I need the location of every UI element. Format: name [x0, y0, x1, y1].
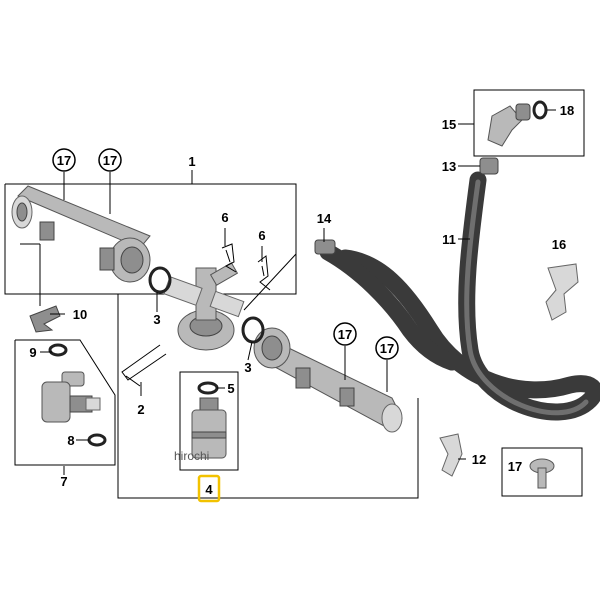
- callout-17-circle-a: 17: [52, 148, 76, 172]
- fuel-rail-left: [11, 185, 151, 283]
- callout-15: 15: [442, 117, 456, 132]
- callout-10: 10: [73, 307, 87, 322]
- clamp-12: [439, 433, 463, 477]
- callout-4[interactable]: 4: [205, 482, 213, 497]
- bracket-10: [29, 305, 61, 333]
- callout-12: 12: [472, 452, 486, 467]
- fuel-rail-right: [253, 327, 403, 433]
- callout-3-left: 3: [153, 312, 160, 327]
- assembly-box-15: [473, 89, 585, 157]
- clamp-16: [545, 263, 579, 321]
- callout-17-circle-d: 17: [375, 336, 399, 360]
- clip-6-a: [221, 243, 237, 273]
- screw-17: [529, 458, 555, 489]
- seal-9: [48, 343, 68, 357]
- callout-11: 11: [442, 232, 456, 247]
- callout-13: 13: [442, 159, 456, 174]
- injector-7: [41, 371, 101, 423]
- clip-6-b: [257, 255, 271, 291]
- callout-3-right: 3: [244, 360, 251, 375]
- o-ring-3-left: [148, 266, 172, 294]
- svg-text:17: 17: [103, 153, 117, 168]
- svg-text:17: 17: [380, 341, 394, 356]
- callout-1: 1: [188, 154, 195, 169]
- assembly-box-4: [179, 371, 239, 471]
- elbow-connector-15: [487, 103, 531, 147]
- callout-7: 7: [60, 474, 67, 489]
- assembly-box-17-screw: [501, 447, 583, 497]
- clip-2: [121, 344, 167, 387]
- o-ring-3-right: [241, 316, 265, 344]
- assembly-box-1-lower: [117, 254, 419, 499]
- callout-17-circle-c: 17: [333, 322, 357, 346]
- leader-lines: [20, 109, 556, 475]
- pressure-regulator: [163, 262, 245, 351]
- fuel-line-14: [314, 239, 461, 371]
- callout-6-b: 6: [258, 228, 265, 243]
- callout-6-a: 6: [221, 210, 228, 225]
- callout-14: 14: [317, 211, 332, 226]
- svg-text:17: 17: [57, 153, 71, 168]
- callout-5: 5: [227, 381, 234, 396]
- fuel-injector-4: [191, 397, 227, 459]
- o-ring-5: [197, 381, 219, 395]
- seal-8: [87, 433, 107, 447]
- seal-18: [532, 100, 548, 120]
- watermark: hirochi: [174, 449, 209, 463]
- callout-4-highlight: [197, 474, 221, 503]
- assembly-box-7: [14, 339, 116, 466]
- callout-17-box: 17: [508, 459, 522, 474]
- callout-16: 16: [552, 237, 566, 252]
- fuel-hose-11: [336, 171, 600, 421]
- callout-18: 18: [560, 103, 574, 118]
- callout-2: 2: [137, 402, 144, 417]
- svg-text:17: 17: [338, 327, 352, 342]
- callout-9: 9: [29, 345, 36, 360]
- callout-8: 8: [67, 433, 74, 448]
- callout-17-circle-b: 17: [98, 148, 122, 172]
- clamp-13: [479, 157, 499, 175]
